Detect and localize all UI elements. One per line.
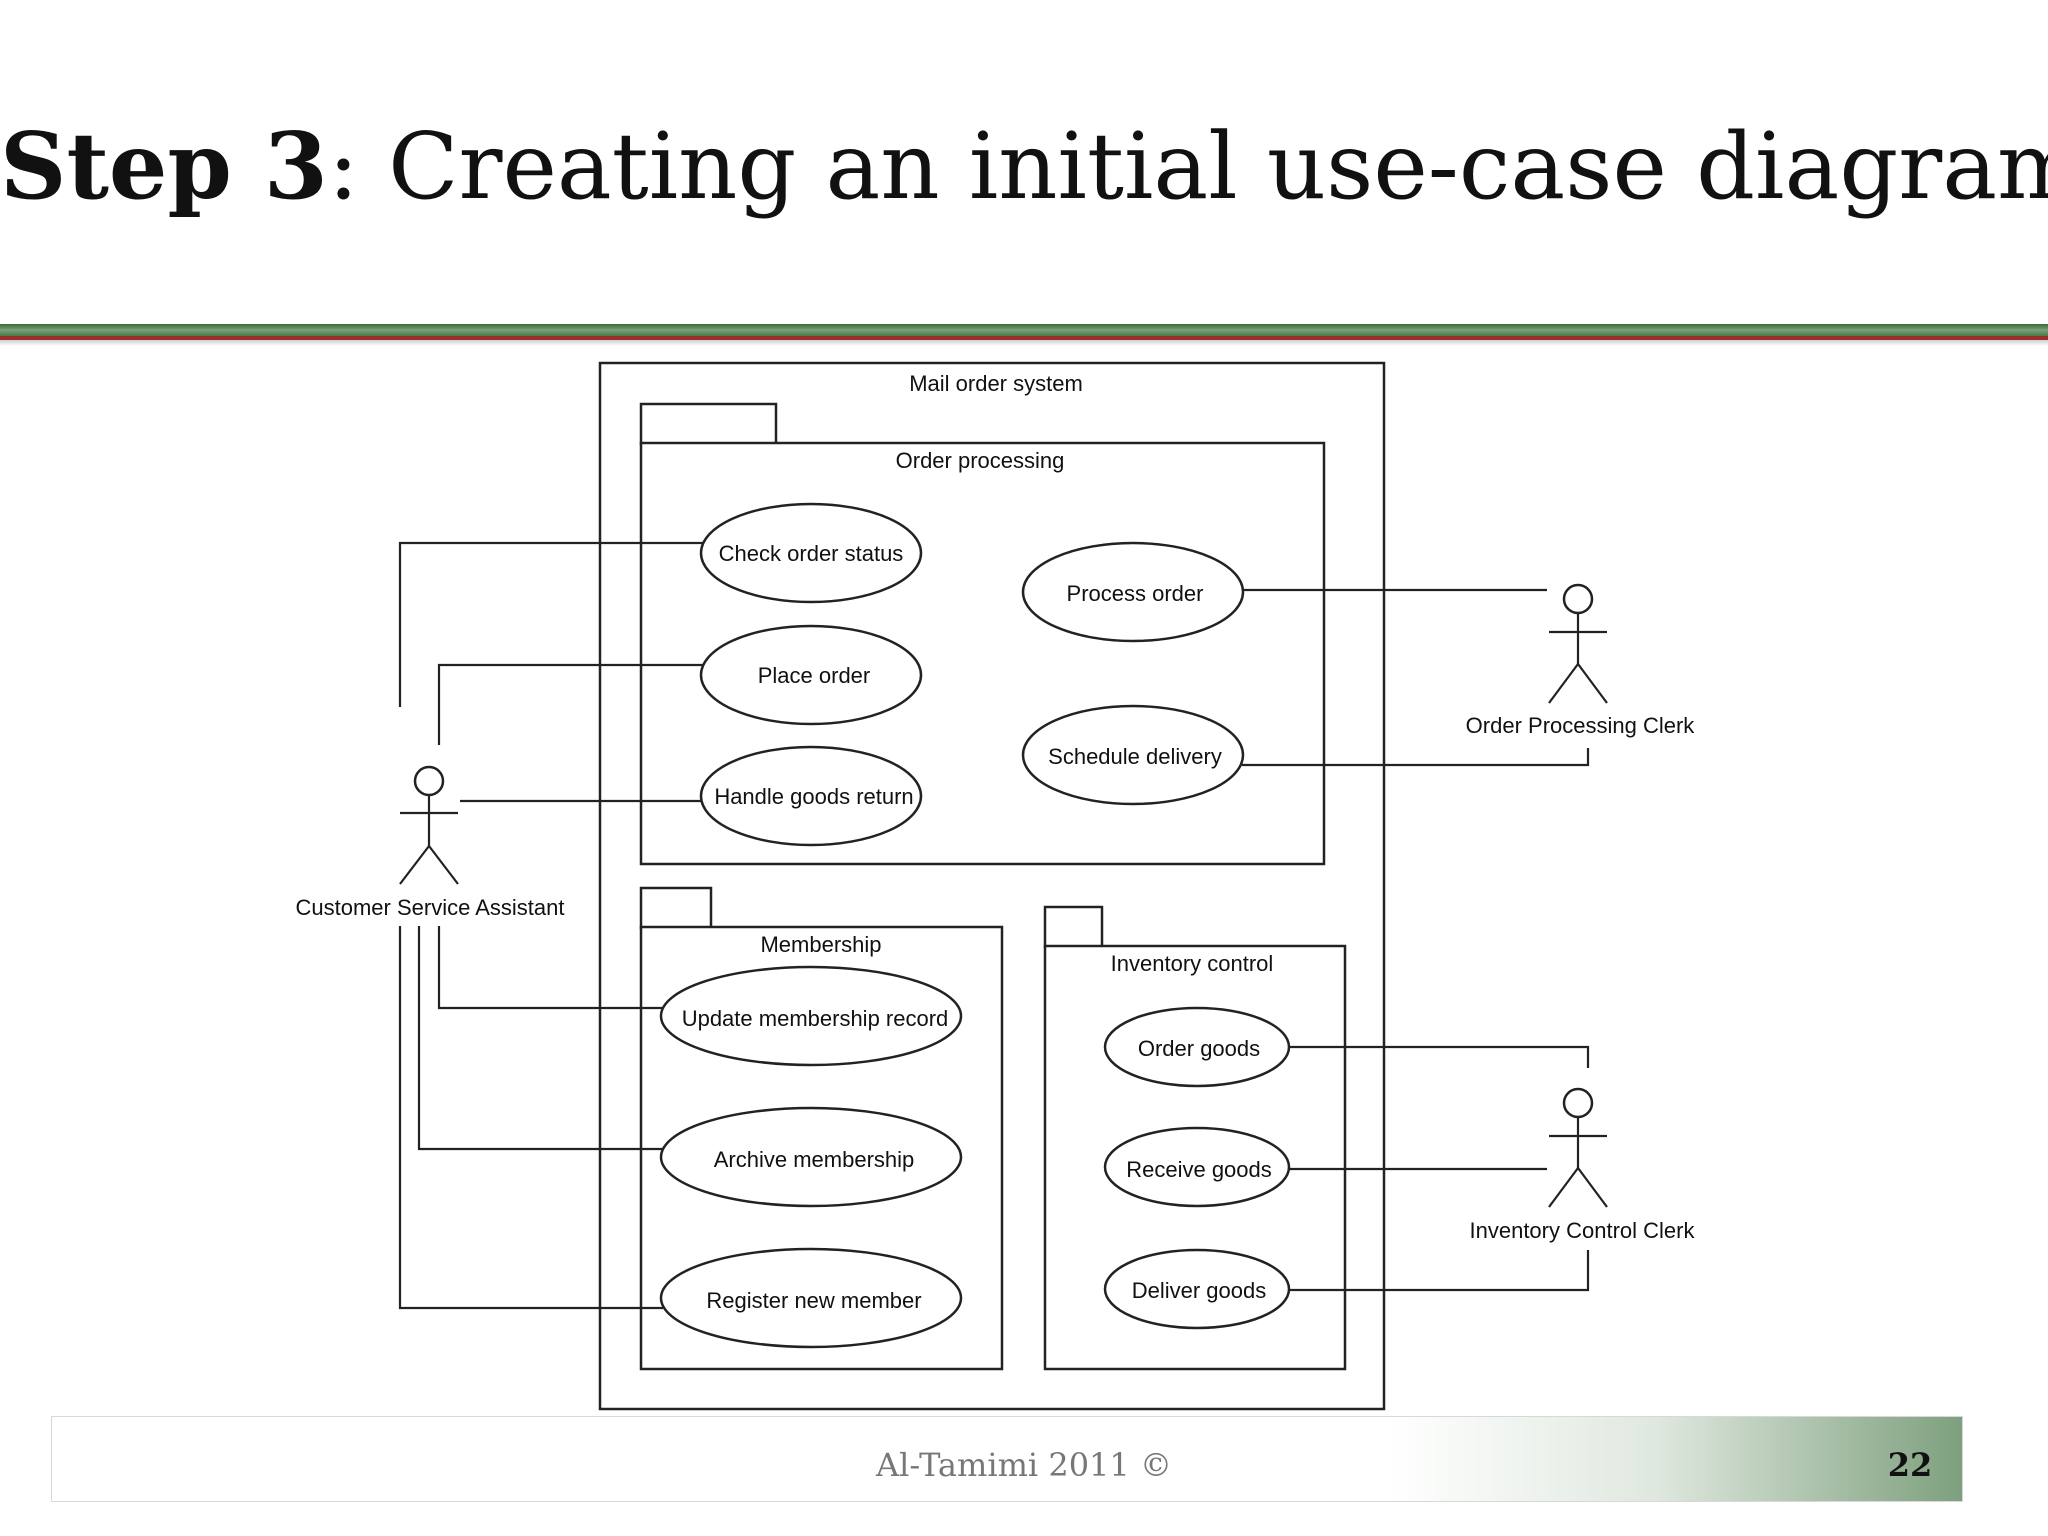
page-number: 22 (1887, 1446, 1933, 1484)
use-case-label: Deliver goods (1132, 1278, 1267, 1303)
association-schedule-delivery (1242, 748, 1590, 767)
use-case-register-new-member: Register new member (659, 1247, 963, 1349)
use-case-label: Check order status (719, 541, 904, 566)
title-divider-shadow (0, 340, 2048, 346)
associations-customer-service-assistant (398, 541, 703, 1310)
use-case-handle-goods-return: Handle goods return (699, 745, 923, 847)
system-name: Mail order system (909, 371, 1083, 396)
association-place-order (437, 663, 703, 745)
title-text: : Creating an initial use-case diagram (327, 113, 2048, 220)
actor-customer-service-assistant: Customer Service Assistant (296, 765, 565, 920)
associations-order-processing-clerk (1242, 588, 1590, 767)
use-case-schedule-delivery: Schedule delivery (1021, 704, 1245, 806)
use-case-deliver-goods: Deliver goods (1103, 1248, 1291, 1330)
package-tab (639, 402, 778, 446)
actor-label: Customer Service Assistant (296, 895, 565, 920)
use-case-label: Register new member (706, 1288, 921, 1313)
stick-figure-icon (399, 765, 459, 885)
use-case-label: Handle goods return (714, 784, 913, 809)
use-case-check-order-status: Check order status (699, 502, 923, 604)
title-divider (0, 324, 2048, 336)
use-case-label: Schedule delivery (1048, 744, 1222, 769)
package-tab (1043, 905, 1104, 949)
use-case-archive-membership: Archive membership (659, 1106, 963, 1208)
association-order-goods (1288, 1045, 1590, 1068)
footer-bar (51, 1416, 1963, 1502)
title-step: Step 3 (0, 112, 328, 220)
footer-credit: Al-Tamimi 2011 © (876, 1446, 1172, 1484)
actor-order-processing-clerk: Order Processing Clerk (1466, 583, 1696, 738)
package-label: Membership (760, 932, 881, 957)
use-case-label: Place order (758, 663, 871, 688)
use-case-label: Process order (1067, 581, 1204, 606)
association-archive-membership (417, 926, 663, 1151)
slide-title: Step 3: Creating an initial use-case dia… (0, 120, 2048, 213)
stick-figure-icon (1548, 1087, 1608, 1208)
use-case-label: Archive membership (714, 1147, 915, 1172)
actor-inventory-control-clerk: Inventory Control Clerk (1470, 1087, 1696, 1243)
use-case-update-membership-record: Update membership record (659, 965, 963, 1067)
actor-label: Inventory Control Clerk (1470, 1218, 1696, 1243)
use-case-label: Update membership record (682, 1006, 949, 1031)
actor-label: Order Processing Clerk (1466, 713, 1696, 738)
use-case-place-order: Place order (699, 624, 923, 726)
package-tab (639, 886, 713, 930)
association-check-order-status (398, 541, 703, 707)
association-deliver-goods (1288, 1250, 1590, 1292)
use-case-label: Order goods (1138, 1036, 1260, 1061)
package-label: Order processing (896, 448, 1065, 473)
use-case-process-order: Process order (1021, 541, 1245, 643)
association-update-membership-record (437, 926, 663, 1010)
use-case-receive-goods: Receive goods (1103, 1126, 1291, 1208)
stick-figure-icon (1548, 583, 1608, 704)
associations-inventory-control-clerk (1288, 1045, 1590, 1292)
package-label: Inventory control (1111, 951, 1274, 976)
association-register-new-member (398, 926, 663, 1310)
use-case-order-goods: Order goods (1103, 1006, 1291, 1088)
use-case-label: Receive goods (1126, 1157, 1272, 1182)
title-divider-accent (0, 336, 2048, 340)
